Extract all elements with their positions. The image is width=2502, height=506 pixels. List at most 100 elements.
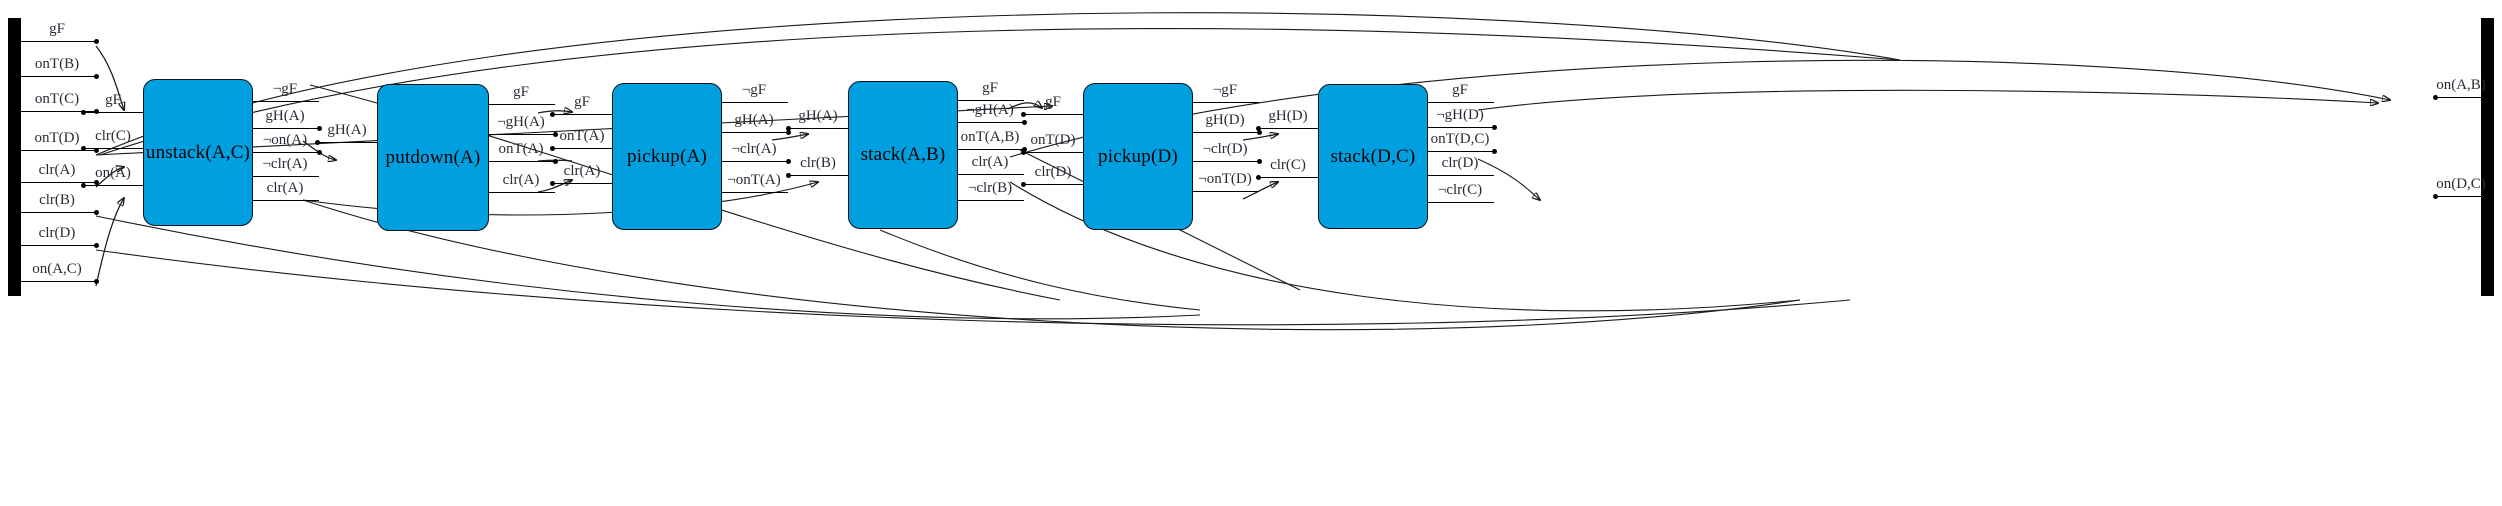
action-box-pickup-d[interactable]: pickup(D) (1083, 83, 1193, 230)
action-label: putdown(A) (385, 146, 481, 168)
port-rule (1426, 127, 1494, 128)
port-rule (552, 148, 612, 149)
port-rule (18, 182, 96, 183)
port-label: gF (574, 94, 590, 110)
port-terminal-dot (1256, 129, 1262, 135)
port-terminal-dot (1491, 124, 1497, 130)
port-label: clr(A) (563, 163, 601, 179)
port-label: clr(B) (800, 155, 836, 171)
port-label: ¬gF (272, 81, 298, 97)
port-rule (1426, 175, 1494, 176)
port-terminal-dot (80, 145, 86, 151)
port-rule (956, 122, 1024, 123)
port-rule (552, 114, 612, 115)
port-label: ¬clr(B) (967, 180, 1013, 196)
port-terminal-dot (316, 125, 322, 131)
goal-state-bar (2481, 18, 2494, 296)
port-rule (18, 111, 96, 112)
port-label: clr(A) (266, 180, 304, 196)
port-label: ¬clr(D) (1202, 141, 1248, 157)
port-rule (1023, 184, 1083, 185)
port-label: ¬gF (1212, 82, 1238, 98)
port-label: on(A) (95, 165, 131, 181)
port-rule (251, 101, 319, 102)
port-rule (18, 245, 96, 246)
port-terminal-dot (316, 149, 322, 155)
port-terminal-dot (93, 209, 99, 215)
port-label: gF (1045, 94, 1061, 110)
port-terminal-dot (785, 158, 791, 164)
port-rule (83, 112, 143, 113)
action-label: stack(D,C) (1330, 145, 1416, 167)
port-terminal-dot (785, 129, 791, 135)
port-label: gH(D) (1205, 112, 1245, 128)
port-terminal-dot (1491, 148, 1497, 154)
port-label: onT(D,C) (1430, 131, 1490, 147)
port-label: gH(D) (1268, 108, 1308, 124)
port-rule (956, 200, 1024, 201)
port-rule (1426, 202, 1494, 203)
port-rule (251, 176, 319, 177)
port-rule (1191, 161, 1259, 162)
port-rule (552, 183, 612, 184)
port-label: ¬onT(D) (1198, 171, 1252, 187)
port-rule (720, 102, 788, 103)
port-terminal-dot (1255, 125, 1261, 131)
port-terminal-dot (2432, 94, 2438, 100)
port-rule (1023, 114, 1083, 115)
port-rule (487, 192, 555, 193)
action-box-pickup-a[interactable]: pickup(A) (612, 83, 722, 230)
port-terminal-dot (1255, 174, 1261, 180)
port-rule (720, 192, 788, 193)
port-terminal-dot (1020, 149, 1026, 155)
port-terminal-dot (2432, 193, 2438, 199)
port-terminal-dot (785, 172, 791, 178)
port-rule (1258, 177, 1318, 178)
action-box-putdown[interactable]: putdown(A) (377, 84, 489, 231)
port-rule (18, 212, 96, 213)
port-rule (18, 76, 96, 77)
port-rule (487, 104, 555, 105)
port-label: clr(D) (38, 225, 76, 241)
port-rule (251, 152, 319, 153)
port-rule (720, 132, 788, 133)
port-label: clr(A) (971, 154, 1009, 170)
port-terminal-dot (549, 145, 555, 151)
port-terminal-dot (1020, 111, 1026, 117)
initial-state-bar (8, 18, 21, 296)
port-terminal-dot (93, 38, 99, 44)
port-terminal-dot (549, 180, 555, 186)
port-rule (720, 161, 788, 162)
port-rule (83, 185, 143, 186)
port-terminal-dot (785, 125, 791, 131)
port-label: gH(A) (734, 112, 774, 128)
port-label: clr(A) (502, 172, 540, 188)
action-label: pickup(D) (1098, 145, 1178, 167)
port-rule (83, 148, 143, 149)
port-terminal-dot (1020, 181, 1026, 187)
action-box-stack-ab[interactable]: stack(A,B) (848, 81, 958, 229)
port-rule (18, 281, 96, 282)
action-box-stack-dc[interactable]: stack(D,C) (1318, 84, 1428, 229)
port-label: ¬gH(A) (966, 102, 1014, 118)
port-rule (18, 41, 96, 42)
port-label: ¬gH(A) (497, 114, 545, 130)
action-box-unstack[interactable]: unstack(A,C) (143, 79, 253, 226)
port-label: gF (1452, 82, 1468, 98)
port-label: gF (105, 92, 121, 108)
port-terminal-dot (93, 108, 99, 114)
port-rule (956, 100, 1024, 101)
action-label: unstack(A,C) (145, 141, 251, 163)
port-terminal-dot (80, 109, 86, 115)
port-label: onT(A) (559, 128, 605, 144)
port-rule (1191, 102, 1259, 103)
action-label: pickup(A) (627, 145, 707, 167)
port-label: clr(D) (1034, 164, 1072, 180)
port-label: on(A,B) (2436, 77, 2486, 93)
port-rule (956, 174, 1024, 175)
port-label: ¬gF (741, 82, 767, 98)
port-terminal-dot (93, 242, 99, 248)
port-terminal-dot (93, 278, 99, 284)
